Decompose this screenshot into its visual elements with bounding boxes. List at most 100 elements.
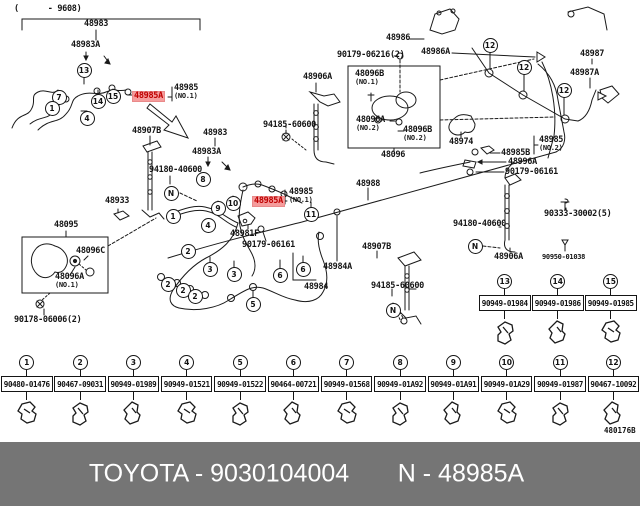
- leader-line: [239, 370, 241, 376]
- footer-banner: TOYOTA - 9030104004 N - 48985A: [0, 442, 640, 506]
- part-label-48985a-tl: 48985A: [132, 91, 165, 102]
- part-label-94185-60600-top: 94185-60600: [263, 120, 316, 130]
- leader-line: [504, 289, 506, 295]
- legend-part-number-4: 90949-01521: [160, 376, 213, 392]
- part-label-48095: 48095: [54, 220, 79, 230]
- clip-icon: [552, 402, 569, 426]
- part-label-48906a-top: 48906A: [303, 72, 332, 82]
- part-label-94180-40600-r: 94180-40600: [453, 219, 506, 229]
- clip-icon: [16, 401, 37, 424]
- leader-line: [292, 392, 294, 400]
- clip-icon: [547, 320, 566, 344]
- part-label-48096b-no2-sub: (NO.2): [403, 134, 427, 143]
- callout-12: 12: [482, 37, 498, 53]
- part-label-48096a-no1: 48096A(NO.1): [55, 272, 84, 290]
- callout-3: 3: [202, 261, 218, 277]
- legend-part-number-13: 90949-01984: [479, 295, 531, 311]
- part-label-48985b: 48985B: [501, 148, 530, 158]
- legend-part-number-8: 90949-01A92: [374, 376, 426, 392]
- legend-callout-9: 9: [445, 355, 461, 370]
- callout-4: 4: [79, 110, 95, 126]
- part-label-48986a: 48986A: [421, 47, 450, 57]
- legend-callout-11: 11: [552, 355, 568, 370]
- callout-11: 11: [303, 206, 319, 222]
- leader-line: [612, 370, 614, 376]
- part-label-48983-tl: 48983: [84, 19, 109, 29]
- part-label-48996a: 48996A: [508, 157, 537, 167]
- part-label-48984: 48984: [304, 282, 329, 292]
- part-label-48986: 48986: [386, 33, 411, 43]
- part-label-48096a-no2-sub: (NO.2): [356, 124, 380, 133]
- clip-icon: [176, 401, 197, 424]
- legend-callout-8: 8: [392, 355, 408, 370]
- leader-line: [346, 370, 348, 376]
- clip-icon: [72, 402, 89, 426]
- leader-line: [26, 370, 28, 376]
- leader-line: [557, 311, 559, 319]
- leader-line: [399, 370, 401, 376]
- callout-N: N: [467, 238, 483, 254]
- callout-2: 2: [160, 276, 176, 292]
- clip-icon: [443, 401, 462, 425]
- part-label-48096b-no1: 48096B(NO.1): [355, 69, 384, 87]
- legend-part-number-2: 90467-09031: [54, 376, 106, 392]
- legend-callout-4: 4: [179, 355, 195, 370]
- legend-part-number-14: 90949-01986: [532, 295, 584, 311]
- leader-line: [612, 392, 614, 400]
- legend-cell-11: 11 90949-01987: [534, 355, 586, 430]
- part-label-48096b-no1-sub: (NO.1): [355, 78, 379, 87]
- legend-part-number-11: 90949-01987: [534, 376, 586, 392]
- callout-14: 14: [90, 93, 106, 109]
- callout-4: 4: [200, 217, 216, 233]
- legend-cell-8: 8 90949-01A92: [374, 355, 426, 430]
- leader-line: [132, 392, 134, 400]
- leader-line: [559, 392, 561, 400]
- part-label-48988: 48988: [356, 179, 381, 189]
- leader-line: [132, 370, 134, 376]
- part-label-90178-06006: 90178-06006(2): [14, 315, 82, 325]
- legend-part-number-7: 90949-01568: [320, 376, 373, 392]
- callout-6: 6: [295, 261, 311, 277]
- legend-callout-15: 15: [603, 274, 619, 289]
- part-label-48985-no2: 48985(NO.2): [539, 135, 564, 153]
- part-label-48983-c: 48983: [203, 128, 228, 138]
- legend-part-number-6: 90464-00721: [267, 376, 320, 392]
- leader-line: [452, 370, 454, 376]
- part-label-48096c: 48096C: [76, 246, 105, 256]
- leader-line: [610, 289, 612, 295]
- part-label-48907b-c: 48907B: [362, 242, 391, 252]
- callout-1: 1: [44, 100, 60, 116]
- banner-part-number: N - 48985A: [397, 459, 525, 488]
- callout-N: N: [385, 302, 401, 318]
- legend-part-number-15: 90949-01985: [585, 295, 637, 311]
- leader-line: [399, 392, 401, 400]
- part-label-48985-no1-c-sub: (NO.1): [289, 196, 313, 205]
- leader-line: [239, 392, 241, 400]
- leader-line: [346, 392, 348, 400]
- part-label-90179-06161-r: 90179-06161: [505, 167, 558, 177]
- leader-line: [79, 370, 81, 376]
- part-label-48987a: 48987A: [570, 68, 599, 78]
- clip-icon: [603, 401, 622, 425]
- legend-part-number-10: 90949-01A29: [480, 376, 533, 392]
- callout-12: 12: [556, 82, 572, 98]
- part-label-48985-no2-sub: (NO.2): [539, 144, 563, 153]
- part-label-48984a: 48984A: [323, 262, 352, 272]
- leader-line: [610, 311, 612, 319]
- part-label-48974: 48974: [449, 137, 474, 147]
- clip-icon: [123, 401, 142, 425]
- part-label-48906a-r: 48906A: [494, 252, 523, 262]
- leader-line: [79, 392, 81, 400]
- part-label-48096: 48096: [381, 150, 406, 160]
- leader-line: [452, 392, 454, 400]
- legend-cell-4: 4 90949-01521: [160, 355, 213, 430]
- leader-line: [504, 311, 506, 319]
- leader-line: [559, 370, 561, 376]
